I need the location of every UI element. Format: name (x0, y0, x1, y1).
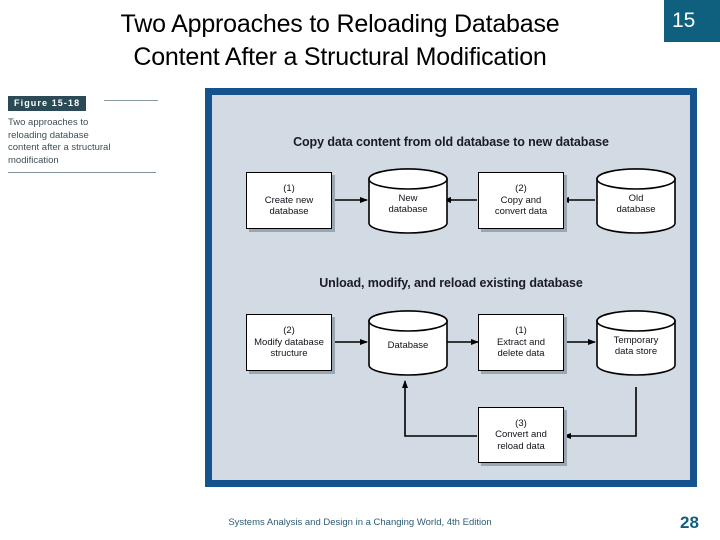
figure-caption-line-2: reloading database (8, 129, 89, 141)
node-modify-database-structure-line2: structure (270, 348, 308, 360)
node-copy-and-convert-data[interactable]: (2) Copy and convert data (478, 172, 564, 229)
node-new-database-line2: database (388, 204, 428, 215)
footer-page-number: 28 (680, 513, 699, 532)
page-title-line-2: Content After a Structural Modification (133, 43, 547, 71)
node-modify-database-structure-line1: Modify database (254, 336, 324, 348)
node-old-database-line1: Old (628, 192, 644, 204)
node-convert-and-reload-data-line1: Convert and (495, 429, 547, 441)
figure-caption-line-3: content after a structural (8, 142, 111, 153)
cylinder-shape-icon (596, 310, 676, 376)
node-old-database[interactable]: Old database (596, 168, 676, 234)
node-copy-and-convert-data-line1: Copy and (500, 194, 542, 206)
cylinder-shape-icon (368, 168, 448, 234)
node-convert-and-reload-data[interactable]: (3) Convert and reload data (478, 407, 564, 463)
node-create-new-database-line1: Create new (264, 194, 314, 206)
node-extract-and-delete-data-num: (1) (515, 325, 527, 337)
node-database[interactable]: Database (368, 310, 448, 376)
section-heading-unload-modify-reload: Unload, modify, and reload existing data… (319, 276, 583, 290)
slide-number-badge: 15 (664, 0, 720, 42)
figure-caption-text: Two approaches to reloading database con… (8, 117, 156, 167)
node-extract-and-delete-data-line2: delete data (497, 348, 545, 360)
page-title: Two Approaches to Reloading Database Con… (30, 8, 650, 74)
footer-citation: Systems Analysis and Design in a Changin… (228, 517, 492, 528)
cylinder-shape-icon (368, 310, 448, 376)
node-create-new-database-num: (1) (283, 183, 295, 195)
node-extract-and-delete-data[interactable]: (1) Extract and delete data (478, 314, 564, 371)
figure-caption-label: Figure 15-18 (8, 96, 87, 111)
node-convert-and-reload-data-line2: reload data (497, 440, 545, 452)
figure-caption-bottom-rule (8, 172, 156, 173)
diagram-canvas: Copy data content from old database to n… (212, 95, 690, 480)
node-copy-and-convert-data-line2: convert data (494, 206, 548, 218)
section-heading-copy-data: Copy data content from old database to n… (293, 135, 609, 149)
page-title-line-1: Two Approaches to Reloading Database (120, 10, 560, 38)
node-modify-database-structure-num: (2) (283, 325, 295, 337)
node-temporary-data-store-line1: Temporary (613, 334, 659, 346)
node-modify-database-structure[interactable]: (2) Modify database structure (246, 314, 332, 371)
node-new-database[interactable]: New database (368, 168, 448, 234)
node-convert-and-reload-data-num: (3) (515, 417, 527, 429)
diagram-figure: Copy data content from old database to n… (204, 87, 698, 488)
node-temporary-data-store[interactable]: Temporary data store (596, 310, 676, 376)
node-temporary-data-store-line2: data store (614, 346, 658, 357)
node-old-database-line2: database (616, 204, 656, 215)
figure-caption-top-rule (104, 100, 158, 101)
node-new-database-line1: New (398, 192, 418, 204)
figure-caption-line-1: Two approaches to (8, 117, 89, 128)
figure-caption-line-4: modification (8, 154, 59, 166)
node-copy-and-convert-data-num: (2) (515, 183, 527, 195)
node-extract-and-delete-data-line1: Extract and (496, 336, 546, 348)
node-create-new-database-line2: database (269, 206, 309, 218)
cylinder-shape-icon (596, 168, 676, 234)
figure-caption: Figure 15-18 Two approaches to reloading… (8, 93, 158, 173)
node-database-line1: Database (387, 340, 429, 352)
node-create-new-database[interactable]: (1) Create new database (246, 172, 332, 229)
